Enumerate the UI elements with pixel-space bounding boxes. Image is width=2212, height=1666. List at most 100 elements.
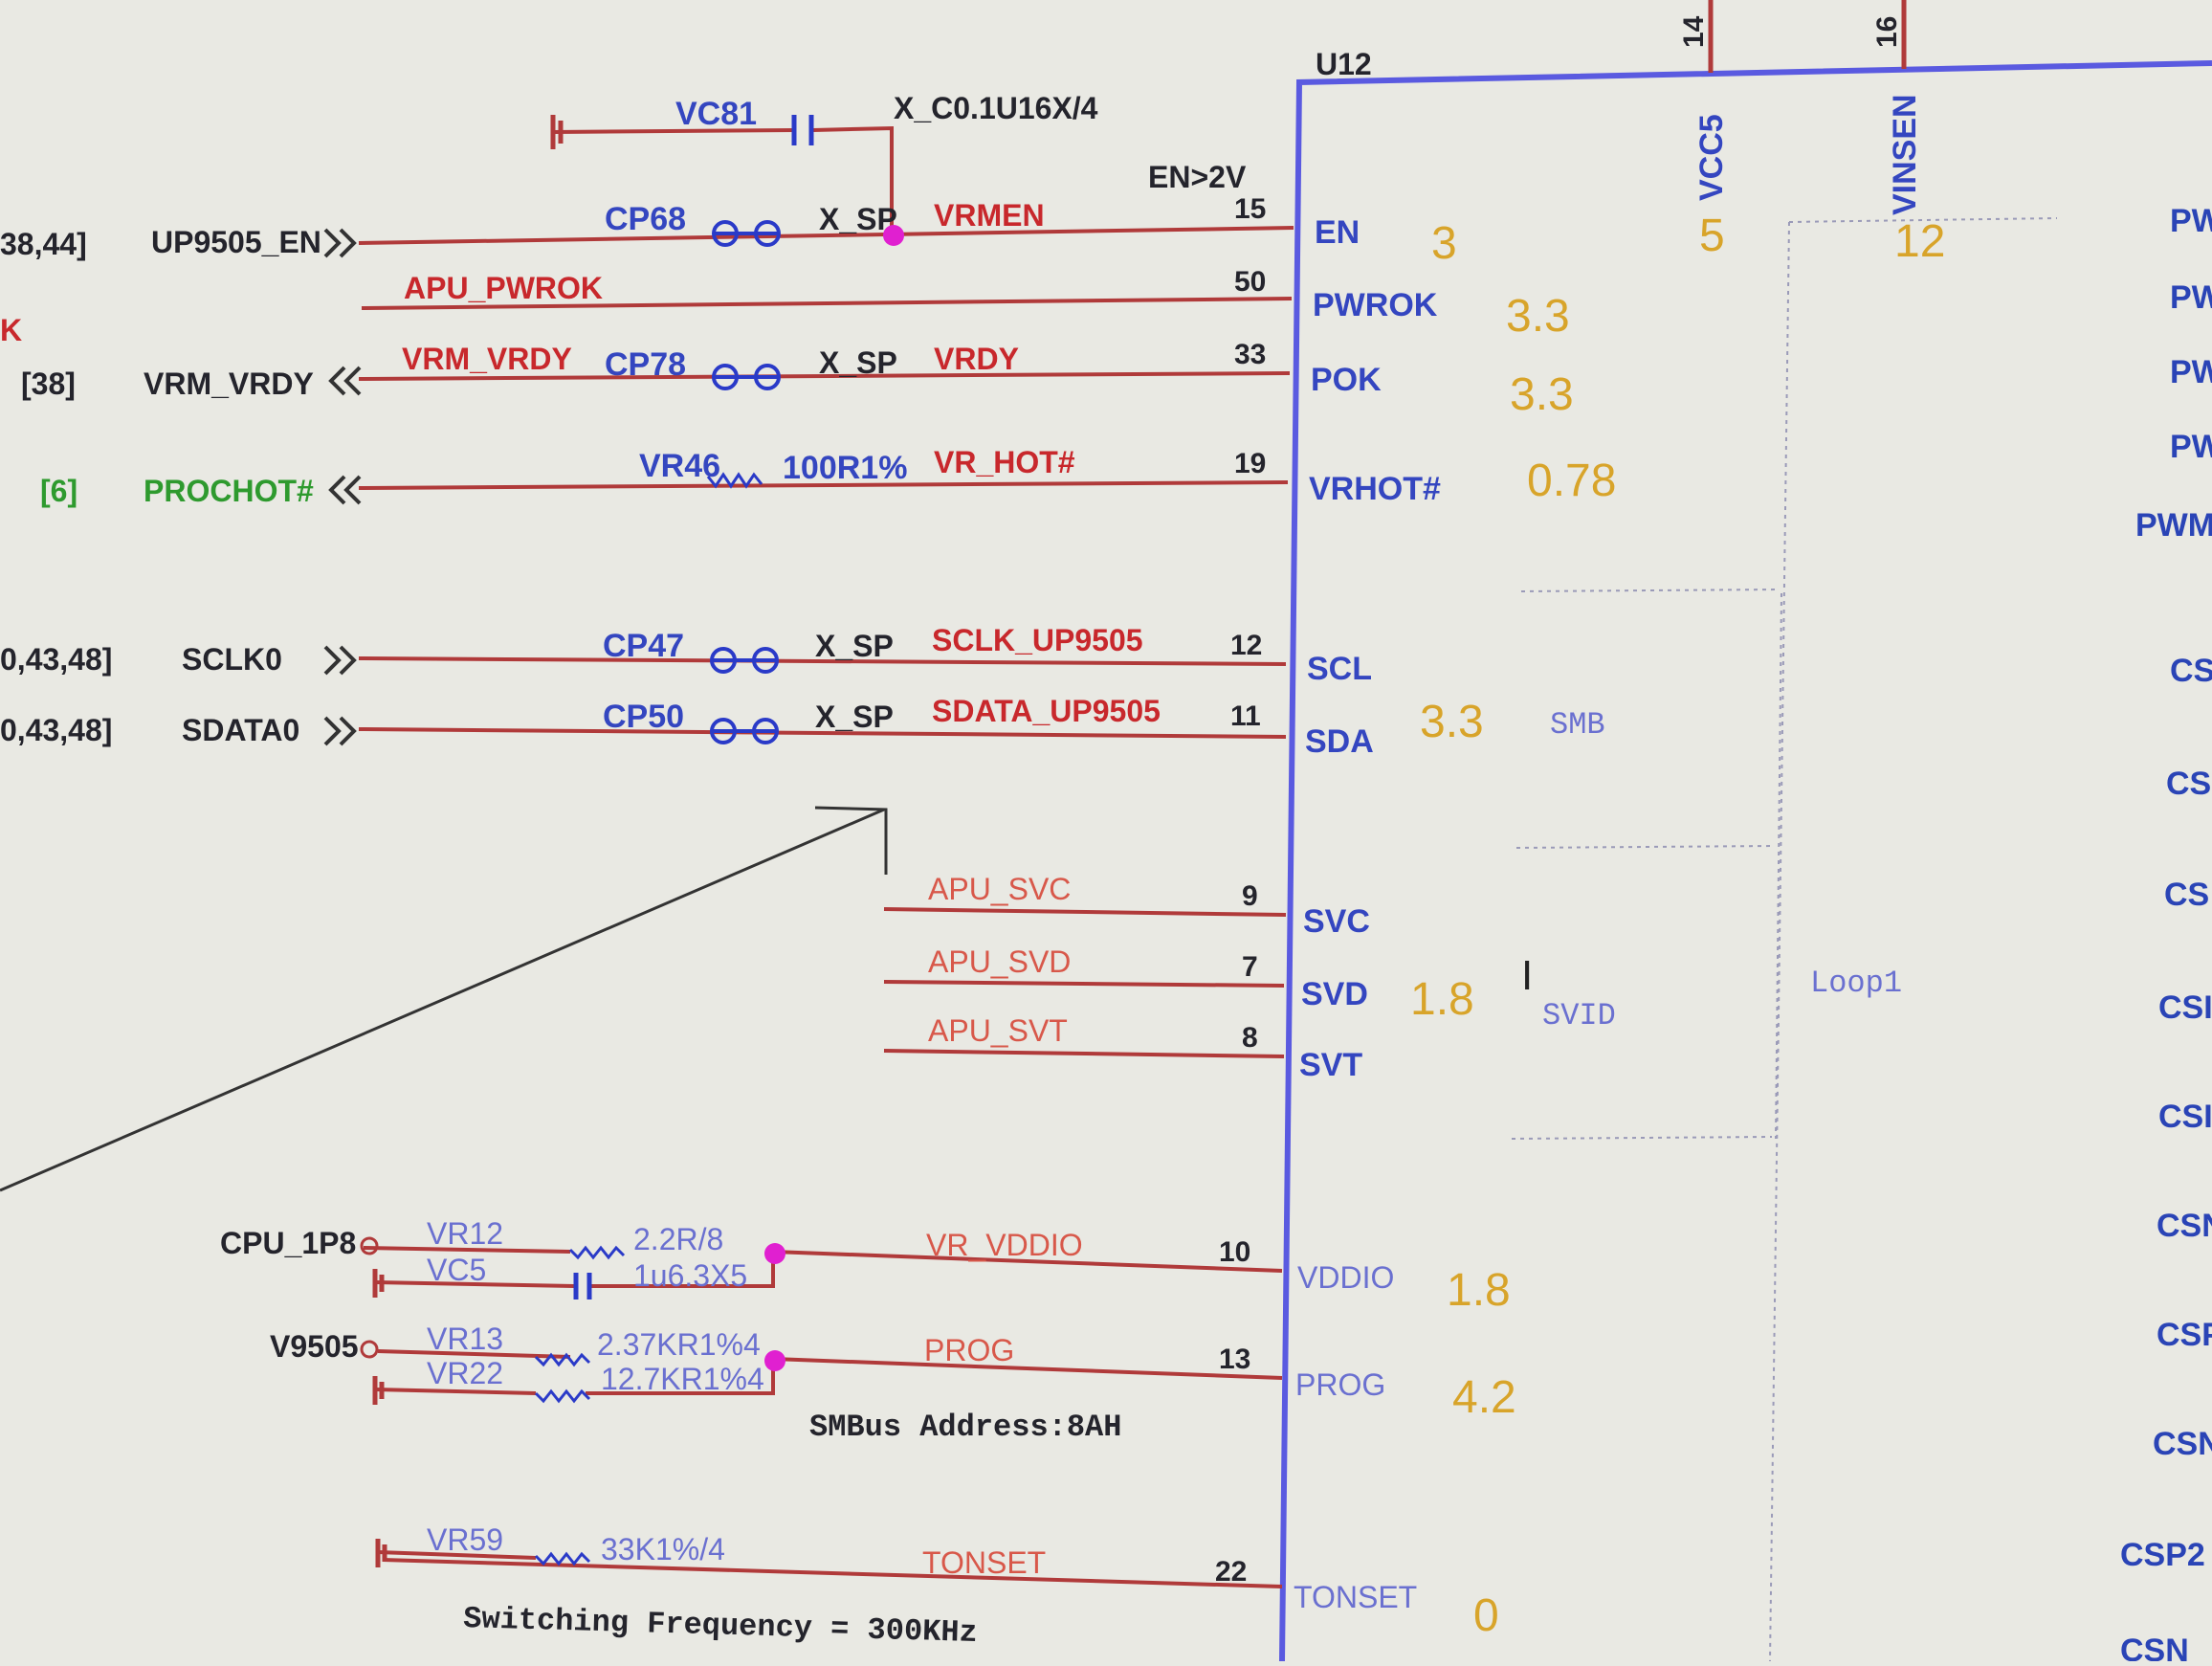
pin-name: VINSEN <box>1887 94 1923 215</box>
voltage-value: 4.2 <box>1452 1372 1516 1423</box>
edge-label: CS <box>2170 653 2212 689</box>
wire-pok <box>358 371 1291 381</box>
net-vrm-vrdy: VRM_VRDY <box>402 342 572 376</box>
edge-label: PW <box>2170 279 2212 316</box>
resistor-icon <box>568 1245 626 1260</box>
test-point-icon <box>710 647 779 674</box>
edge-label: PW <box>2170 203 2212 239</box>
pin-name: TONSET <box>1294 1580 1417 1614</box>
edge-label: CS <box>2166 766 2211 802</box>
arrow-head-icon <box>814 806 888 875</box>
port-sdata[interactable]: SDATA0 <box>182 713 299 747</box>
net-apu-svt: APU_SVT <box>928 1013 1068 1048</box>
vr22-value: 12.7KR1%4 <box>601 1362 764 1396</box>
wire-svt <box>883 1049 1285 1058</box>
port-en[interactable]: UP9505_EN <box>151 225 321 259</box>
resistor-icon <box>706 472 763 489</box>
pin-number: 14 <box>1678 15 1710 48</box>
wire-prog <box>772 1357 1283 1380</box>
pin-number: 9 <box>1242 880 1258 912</box>
junctions <box>764 225 904 1371</box>
pin-number: 13 <box>1219 1344 1250 1375</box>
ground-icon <box>550 115 564 149</box>
voltage-value: 3 <box>1431 218 1457 269</box>
net-prog: PROG <box>924 1333 1014 1367</box>
vc5-ref: VC5 <box>427 1253 486 1287</box>
block-edge <box>1520 589 1781 592</box>
pin-number: 33 <box>1234 339 1266 370</box>
test-point-icon <box>712 220 781 247</box>
net-vr-vddio: VR_VDDIO <box>926 1228 1083 1262</box>
off-page-circles <box>360 1236 379 1359</box>
switching-frequency-note: Switching Frequency = 300KHz <box>463 1601 979 1651</box>
port-sclk[interactable]: SCLK0 <box>182 642 282 677</box>
voltage-value: 3.3 <box>1420 697 1484 747</box>
pin-name: EN <box>1315 214 1360 251</box>
left-references: 38,44] UP9505_EN K [38] VRM_VRDY [6] PRO… <box>0 225 359 1364</box>
cp68-sp: X_SP <box>819 202 897 236</box>
text-cursor-icon: I <box>1521 952 1533 999</box>
output-port-icon <box>323 645 357 676</box>
wire-vc5-left <box>374 1280 575 1288</box>
wire-vc81-right <box>812 125 894 235</box>
pin-voltage: 12 <box>1894 216 1945 267</box>
pin-number: 22 <box>1215 1556 1247 1588</box>
wire-svd <box>883 980 1285 988</box>
test-point-icon <box>710 718 779 744</box>
pin-name: PWROK <box>1313 287 1438 323</box>
pin-name: VDDIO <box>1297 1260 1394 1295</box>
pin-names: EN PWROK POK VRHOT# SCL SDA SVC SVD SVT … <box>1294 214 1441 1614</box>
input-port-icon <box>328 366 362 396</box>
cp47-sp: X_SP <box>815 629 894 663</box>
pin-number: 11 <box>1230 700 1261 732</box>
edge-label: CSN <box>2157 1208 2212 1244</box>
wire-vr12 <box>363 1246 571 1254</box>
ref-prochot: [6] <box>40 474 77 508</box>
input-port-icon <box>328 475 362 505</box>
measured-voltages: 3 3.3 3.3 0.78 3.3 1.8 1.8 4.2 0 <box>1410 218 1616 1641</box>
wire-vrhot <box>358 480 1289 490</box>
edge-label: CSN <box>2153 1426 2212 1462</box>
cp50-ref: CP50 <box>603 699 684 735</box>
resistor-icon <box>534 1551 591 1566</box>
pin-name: SVD <box>1301 976 1368 1012</box>
vr22-ref: VR22 <box>427 1356 503 1390</box>
capacitor-symbols <box>573 115 814 1299</box>
top-pin-vcc5: 14 VCC5 5 <box>1678 0 1730 261</box>
resistor-icon <box>534 1388 591 1404</box>
port-chevrons <box>323 228 362 746</box>
pin-name: PROG <box>1295 1367 1385 1402</box>
ref-vrdy: [38] <box>21 367 76 401</box>
vc81-value: X_C0.1U16X/4 <box>894 91 1098 125</box>
block-edge <box>1788 217 2058 223</box>
pin-number: 10 <box>1219 1236 1250 1268</box>
pin-number: 19 <box>1234 448 1266 479</box>
net-sclk: SCLK_UP9505 <box>932 623 1143 657</box>
junction-dot <box>883 225 904 246</box>
net-vr-hot: VR_HOT# <box>934 445 1075 479</box>
net-apu-pwrok: APU_PWROK <box>404 271 603 305</box>
wire-vr59 <box>377 1550 537 1560</box>
edge-label: CSI <box>2158 989 2212 1026</box>
junction-dot <box>764 1350 785 1371</box>
wire-svc <box>883 907 1287 917</box>
ref-pwrok: K <box>0 313 22 347</box>
resistor-icon <box>534 1352 591 1367</box>
ref-en: 38,44] <box>0 227 87 261</box>
cp68-ref: CP68 <box>605 201 686 237</box>
port-prochot[interactable]: PROCHOT# <box>144 474 314 508</box>
en-threshold: EN>2V <box>1148 160 1247 194</box>
pin-name: VRHOT# <box>1309 471 1441 507</box>
right-edge-labels: PW PW PW PW PWM CS CS CS CSI CSI CSN CSP… <box>2120 203 2212 1666</box>
port-vrdy[interactable]: VRM_VRDY <box>144 367 314 401</box>
svid-label: SVID <box>1542 998 1616 1033</box>
voltage-value: 0 <box>1473 1590 1499 1641</box>
vr13-ref: VR13 <box>427 1322 503 1356</box>
top-pin-vinsen: 16 VINSEN 12 <box>1871 0 1945 267</box>
block-edge <box>1775 592 1782 1140</box>
pin-name: SVT <box>1299 1047 1362 1083</box>
block-edge <box>1515 845 1776 849</box>
net-wires <box>358 125 1294 1588</box>
cp78-sp: X_SP <box>819 345 897 380</box>
